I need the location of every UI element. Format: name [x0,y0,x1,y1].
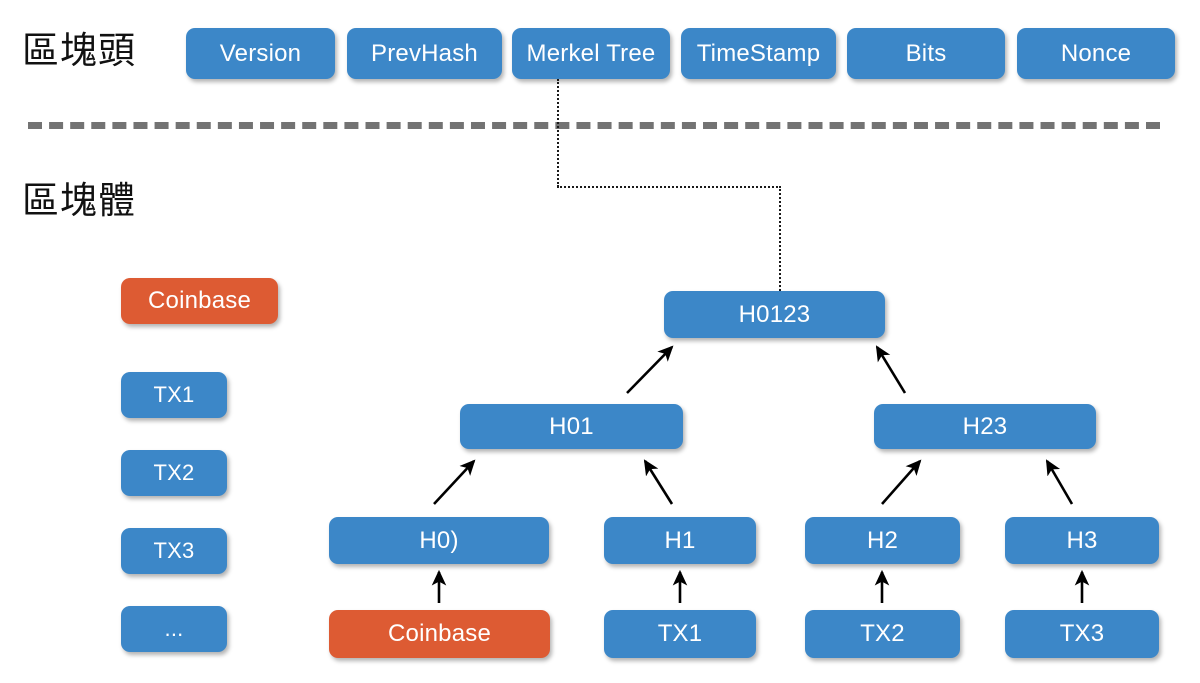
merkle-node-h01[interactable]: H01 [460,404,683,449]
merkle-leaf-tx2[interactable]: TX2 [805,610,960,658]
arrow-h2-to-h23 [881,459,922,505]
tx-list-item-tx1[interactable]: TX1 [121,372,227,418]
arrow-h3-to-h23 [1045,459,1074,505]
merkle-leaf-tx1[interactable]: TX1 [604,610,756,658]
arrow-h0-to-h01 [433,459,476,505]
header-body-divider [28,122,1160,129]
tx-list-item-ellipsis[interactable]: ... [121,606,227,652]
header-field-nonce[interactable]: Nonce [1017,28,1175,79]
merkel-connector-segment-down-1 [557,79,559,187]
merkle-node-h2[interactable]: H2 [805,517,960,564]
header-field-merkel-tree[interactable]: Merkel Tree [512,28,670,79]
merkle-node-h3[interactable]: H3 [1005,517,1159,564]
merkel-connector-segment-right [557,186,781,188]
merkle-node-h0[interactable]: H0) [329,517,549,564]
merkel-connector-segment-down-2 [779,186,781,291]
block-body-label: 區塊體 [22,179,136,222]
header-field-prevhash[interactable]: PrevHash [347,28,502,79]
header-field-bits[interactable]: Bits [847,28,1005,79]
merkle-leaf-tx3[interactable]: TX3 [1005,610,1159,658]
header-field-version[interactable]: Version [186,28,335,79]
tx-list-item-tx2[interactable]: TX2 [121,450,227,496]
arrow-h01-to-h0123 [626,345,674,394]
arrow-h1-to-h01 [643,459,674,505]
block-header-label: 區塊頭 [22,29,136,72]
arrow-h23-to-h0123 [875,345,907,394]
merkle-node-h23[interactable]: H23 [874,404,1096,449]
tx-list-item-coinbase[interactable]: Coinbase [121,278,278,324]
merkle-node-h1[interactable]: H1 [604,517,756,564]
header-field-timestamp[interactable]: TimeStamp [681,28,836,79]
merkle-node-h0123[interactable]: H0123 [664,291,885,338]
tx-list-item-tx3[interactable]: TX3 [121,528,227,574]
merkle-leaf-coinbase[interactable]: Coinbase [329,610,550,658]
